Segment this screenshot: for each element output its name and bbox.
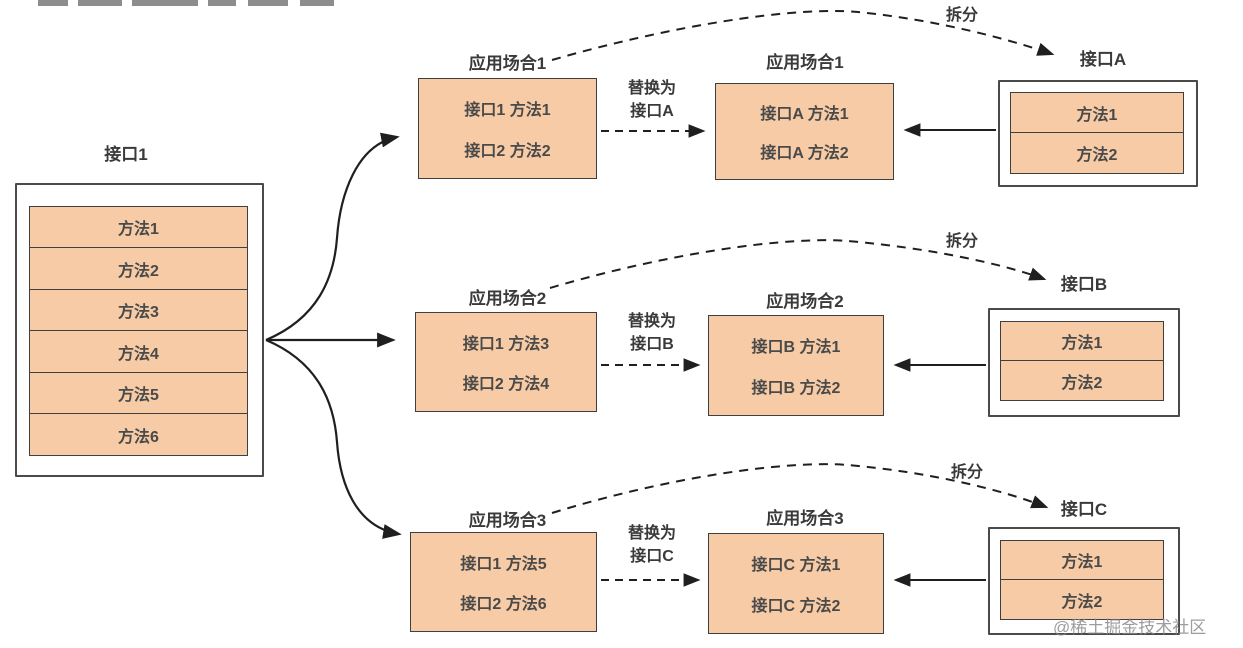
method-row: 方法6 — [29, 413, 248, 457]
method-row: 方法2 — [1000, 579, 1164, 620]
interfaceC-method-list: 方法1 方法2 — [1000, 540, 1164, 620]
method-row: 方法1 — [29, 206, 248, 249]
split-arrow-row3 — [551, 463, 1049, 514]
method-row: 方法5 — [29, 371, 248, 415]
after-method: 接口A 方法1 — [760, 105, 849, 123]
after-box-row2: 接口B 方法1 接口B 方法2 — [708, 315, 884, 416]
before-method: 接口1 方法5 — [460, 555, 547, 573]
after-method: 接口B 方法1 — [751, 339, 841, 356]
interfaceB-title: 接口B — [1060, 275, 1108, 294]
clipped-heading-fragment — [78, 0, 122, 6]
interfaceA-method-list: 方法1 方法2 — [1010, 92, 1184, 174]
method-row: 方法2 — [29, 247, 248, 291]
scenario-label-row2: 应用场合2 — [468, 289, 547, 308]
before-method: 接口2 方法2 — [464, 143, 551, 160]
split-label-row1: 拆分 — [945, 7, 978, 24]
method-row: 方法1 — [1000, 321, 1164, 362]
replace-label-row1: 替换为 接口A — [627, 80, 676, 120]
clipped-heading-fragment — [38, 0, 68, 6]
after-method: 接口C 方法1 — [751, 557, 841, 574]
interfaceC-title: 接口C — [1060, 500, 1108, 519]
after-scenario-label-row1: 应用场合1 — [766, 53, 844, 72]
clipped-heading-fragment — [248, 0, 288, 6]
before-method: 接口1 方法3 — [462, 335, 550, 353]
scenario-label-row1: 应用场合1 — [468, 54, 547, 73]
before-method: 接口2 方法4 — [462, 376, 550, 394]
split-arrow-row1 — [551, 9, 1055, 61]
after-box-row1: 接口A 方法1 接口A 方法2 — [715, 83, 894, 180]
method-row: 方法3 — [29, 288, 248, 332]
method-row: 方法1 — [1010, 92, 1184, 134]
interface1-method-list: 方法1 方法2 方法3 方法4 方法5 方法6 — [29, 206, 248, 457]
split-label-row2: 拆分 — [945, 233, 978, 250]
after-method: 接口C 方法2 — [751, 598, 841, 615]
clipped-heading-fragment — [208, 0, 236, 6]
before-box-row1: 接口1 方法1 接口2 方法2 — [418, 78, 597, 179]
split-label-row3: 拆分 — [950, 464, 983, 481]
interfaceA-title: 接口A — [1079, 50, 1127, 69]
split-arrow-row2 — [549, 239, 1047, 289]
interface1-title: 接口1 — [104, 145, 148, 164]
fanout-arrow-bottom — [265, 338, 402, 539]
scenario-label-row3: 应用场合3 — [468, 511, 547, 530]
before-method: 接口1 方法1 — [464, 102, 551, 119]
method-row: 方法2 — [1010, 132, 1184, 174]
clipped-heading-fragment — [300, 0, 334, 6]
watermark: @稀土掘金技术社区 — [1053, 618, 1207, 637]
clipped-heading-fragment — [132, 0, 198, 6]
method-row: 方法4 — [29, 330, 248, 374]
after-method: 接口B 方法2 — [751, 380, 841, 397]
after-method: 接口A 方法2 — [760, 145, 849, 163]
after-scenario-label-row2: 应用场合2 — [766, 292, 844, 311]
interfaceB-method-list: 方法1 方法2 — [1000, 321, 1164, 401]
before-box-row2: 接口1 方法3 接口2 方法4 — [415, 312, 597, 412]
before-method: 接口2 方法6 — [460, 596, 547, 614]
after-scenario-label-row3: 应用场合3 — [766, 509, 844, 528]
before-box-row3: 接口1 方法5 接口2 方法6 — [410, 532, 597, 632]
replace-label-row2: 替换为 接口B — [627, 313, 676, 353]
method-row: 方法2 — [1000, 360, 1164, 401]
replace-label-row3: 替换为 接口C — [627, 525, 676, 565]
after-box-row3: 接口C 方法1 接口C 方法2 — [708, 533, 884, 634]
fanout-arrow-top — [265, 132, 400, 342]
method-row: 方法1 — [1000, 540, 1164, 581]
